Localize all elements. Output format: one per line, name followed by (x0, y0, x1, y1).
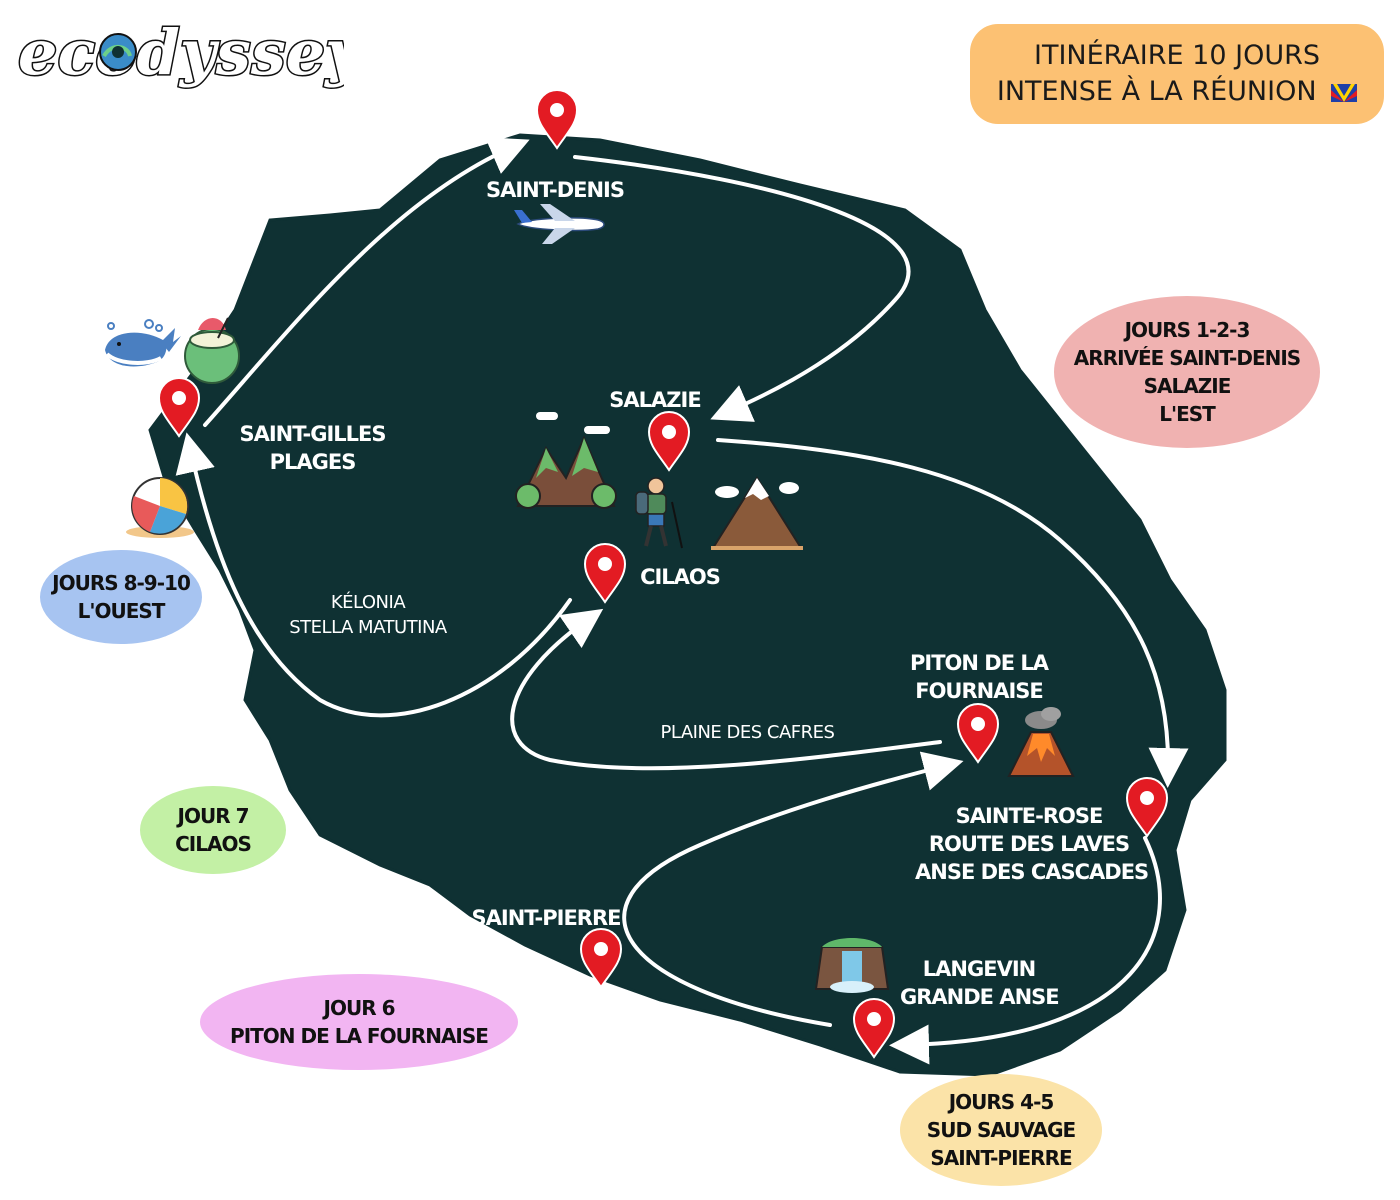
logo-wave-icon (99, 33, 137, 71)
route-piton-to-cilaos (510, 608, 942, 771)
airplane-icon (514, 204, 605, 244)
route-sainte-rose-to-langevin (889, 836, 1162, 1065)
island-shape (148, 133, 1227, 1077)
label-langevin: LANGEVIN GRANDE ANSE (900, 957, 1060, 1009)
route (175, 137, 1189, 1065)
label-cilaos: CILAOS (640, 565, 721, 589)
ecodyssey-logo: ecodyssey (17, 15, 345, 91)
label-saint-gilles: SAINT-GILLES PLAGES (239, 422, 386, 474)
route-saint-pierre-to-piton (622, 751, 964, 1027)
bubble-day-7: JOUR 7 CILAOS (140, 786, 286, 874)
beach-ball-icon (126, 477, 194, 538)
bubble-days-4-5: JOURS 4-5 SUD SAUVAGE SAINT-PIERRE (900, 1074, 1102, 1186)
volcano-icon (1007, 707, 1075, 777)
title-line-1: ITINÉRAIRE 10 JOURS (1034, 40, 1320, 71)
logo-text: ecodyssey (18, 16, 344, 89)
reunion-flag-icon (1331, 83, 1358, 102)
snowy-mountain-icon (711, 476, 803, 550)
coconut-drink-icon (184, 317, 240, 384)
label-saint-denis: SAINT-DENIS (485, 178, 625, 202)
title-line-2: INTENSE À LA RÉUNION (997, 74, 1358, 110)
label-saint-pierre: SAINT-PIERRE (471, 906, 622, 930)
bubble-days-1-3: JOURS 1-2-3 ARRIVÉE SAINT-DENIS SALAZIE … (1054, 296, 1320, 448)
hiker-icon (635, 477, 683, 549)
route-salazie-to-sainte-rose (716, 438, 1189, 788)
label-sainte-rose: SAINTE-ROSE ROUTE DES LAVES ANSE DES CAS… (915, 804, 1149, 884)
whale-icon (105, 319, 181, 367)
label-plaine-des-cafres: PLAINE DES CAFRES (660, 722, 835, 743)
route-cilaos-to-saint-gilles (175, 432, 572, 718)
bubble-days-8-10: JOURS 8-9-10 L'OUEST (40, 550, 202, 644)
route-saint-denis-to-salazie (573, 155, 911, 422)
label-piton: PITON DE LA FOURNAISE (910, 651, 1049, 703)
route-saint-gilles-to-saint-denis (203, 137, 530, 427)
label-kelonia: KÉLONIA STELLA MATUTINA (289, 592, 447, 638)
label-salazie: SALAZIE (609, 388, 701, 412)
waterfall-icon (814, 938, 890, 993)
green-mountains-icon (515, 412, 617, 509)
title-box: ITINÉRAIRE 10 JOURS INTENSE À LA RÉUNION (970, 24, 1384, 124)
bubble-day-6: JOUR 6 PITON DE LA FOURNAISE (200, 974, 518, 1070)
